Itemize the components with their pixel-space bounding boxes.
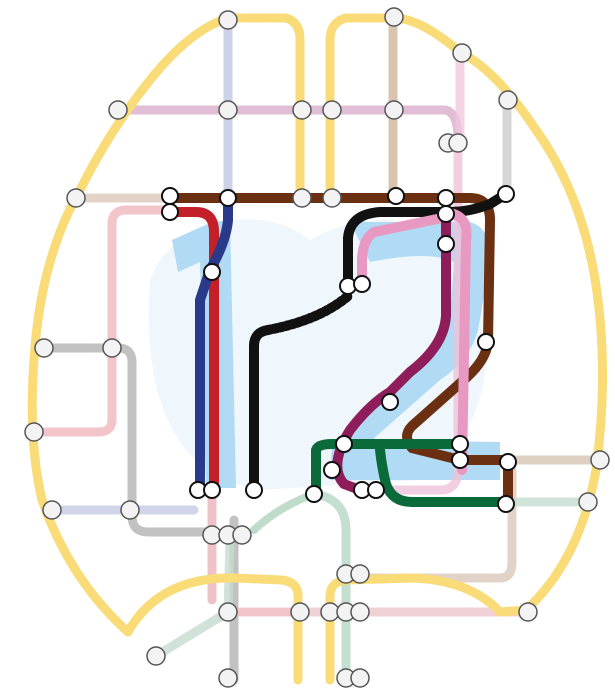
- interchange-15: [451, 435, 469, 453]
- station-bottom-2: [290, 602, 310, 622]
- station-lower-5: [350, 564, 370, 584]
- station-top-6: [448, 133, 468, 153]
- tan-line-bottom-right: [345, 465, 517, 583]
- dashed-link-bottom-left: [250, 490, 318, 534]
- station-bottom-1: [218, 602, 238, 622]
- station-lower-3: [232, 525, 252, 545]
- station-outline-7: [34, 338, 54, 358]
- interchange-7: [437, 205, 455, 223]
- station-left-2: [120, 500, 140, 520]
- station-outline-8: [24, 422, 44, 442]
- pink-line-left: [29, 205, 173, 437]
- stations: [24, 7, 610, 688]
- interchange-14: [335, 435, 353, 453]
- station-outline-5: [108, 100, 128, 120]
- interchange-9: [437, 235, 455, 253]
- interchange-13: [381, 393, 399, 411]
- station-mid-1: [292, 188, 312, 208]
- green-line: [311, 439, 513, 507]
- black-line-upper: [343, 189, 511, 293]
- station-top-1: [218, 100, 238, 120]
- interchange-6: [437, 189, 455, 207]
- interchange-17: [499, 453, 517, 471]
- sage-line-bottom-left: [151, 535, 235, 661]
- station-bottom-8: [350, 668, 370, 688]
- station-outline-12: [578, 492, 598, 512]
- mauve-line-top: [113, 105, 463, 145]
- interchange-22: [497, 495, 515, 513]
- interchange-4: [203, 263, 221, 281]
- interchange-16: [451, 451, 469, 469]
- station-bottom-6: [218, 668, 238, 688]
- station-outline-13: [590, 450, 610, 470]
- station-outline-11: [146, 646, 166, 666]
- interchange-1: [161, 187, 179, 205]
- station-left-1: [102, 338, 122, 358]
- interchange-18: [323, 461, 341, 479]
- station-top-3: [322, 100, 342, 120]
- interchange-3: [219, 189, 237, 207]
- interchange-21: [305, 485, 323, 503]
- interchange-20: [367, 481, 385, 499]
- interchange-2: [161, 203, 179, 221]
- station-outline-3: [452, 43, 472, 63]
- interchange-stations: [161, 185, 517, 513]
- station-outline-1: [218, 10, 238, 30]
- pink-line-bold: [357, 213, 447, 285]
- red-line: [165, 207, 219, 495]
- station-outline-4: [498, 90, 518, 110]
- interchange-12: [477, 333, 495, 351]
- interchange-24: [203, 481, 221, 499]
- station-top-2: [292, 100, 312, 120]
- outline-left-hemisphere: [27, 13, 305, 685]
- brain-outline: [27, 13, 608, 685]
- station-outline-2: [384, 7, 404, 27]
- station-top-4: [384, 100, 404, 120]
- station-bottom-5: [350, 602, 370, 622]
- interchange-25: [245, 481, 263, 499]
- interchange-8: [497, 185, 515, 203]
- black-line-dashed: [263, 291, 353, 335]
- interchange-5: [387, 187, 405, 205]
- station-outline-10: [518, 602, 538, 622]
- station-mid-2: [322, 188, 342, 208]
- interchange-11: [353, 275, 371, 293]
- station-outline-6: [66, 188, 86, 208]
- grey-line-left: [39, 343, 221, 537]
- station-outline-9: [42, 500, 62, 520]
- outline-right-hemisphere: [325, 13, 608, 685]
